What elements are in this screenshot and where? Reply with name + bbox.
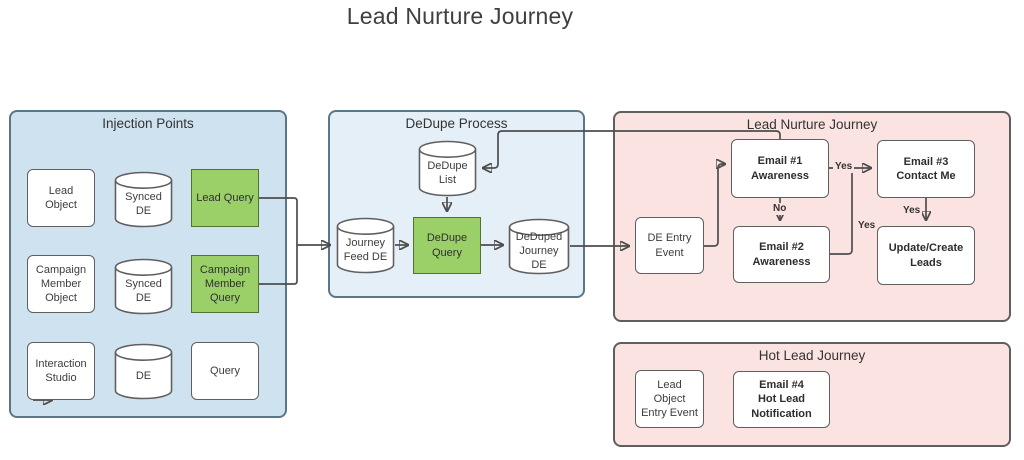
node-interaction-studio[interactable]: Interaction Studio bbox=[27, 342, 95, 400]
node-de[interactable]: DE bbox=[114, 343, 173, 400]
node-label: Email #4 Hot Lead Notification bbox=[751, 379, 812, 420]
node-label: DeDupe Query bbox=[426, 232, 468, 259]
edge-label-yes-email2-join: Yes bbox=[856, 220, 878, 232]
node-label: Campaign Member Query bbox=[199, 263, 251, 305]
node-label: Email #2 Awareness bbox=[752, 241, 811, 268]
node-label: Email #1 Awareness bbox=[751, 155, 809, 182]
group-title-hot-lead-journey: Hot Lead Journey bbox=[758, 348, 866, 363]
node-label: Lead Object Entry Event bbox=[641, 378, 698, 420]
node-label: DeDuped Journey DE bbox=[515, 230, 563, 272]
node-label: Lead Object bbox=[45, 184, 77, 211]
node-label: DeDupe List bbox=[427, 159, 468, 186]
group-title-injection-points: Injection Points bbox=[102, 116, 194, 131]
node-lead-object[interactable]: Lead Object bbox=[27, 169, 95, 227]
diagram-title: Lead Nurture Journey bbox=[346, 3, 574, 29]
node-email-4-hot-lead-notification[interactable]: Email #4 Hot Lead Notification bbox=[733, 371, 830, 428]
node-label: Interaction Studio bbox=[35, 357, 87, 384]
node-synced-de-2[interactable]: Synced DE bbox=[114, 258, 173, 315]
node-update-create-leads[interactable]: Update/Create Leads bbox=[877, 226, 975, 285]
edge-label-yes-email1-email3: Yes bbox=[833, 161, 855, 173]
edge-label-yes-email3-update: Yes bbox=[901, 205, 923, 217]
node-dedupe-query[interactable]: DeDupe Query bbox=[413, 217, 481, 274]
node-label: Lead Query bbox=[196, 191, 254, 204]
node-label: Synced DE bbox=[125, 190, 162, 217]
node-label: Journey Feed DE bbox=[343, 236, 388, 263]
node-label: DE bbox=[135, 369, 152, 382]
group-title-lead-nurture-journey: Lead Nurture Journey bbox=[746, 117, 878, 132]
node-label: Campaign Member Object bbox=[35, 263, 87, 305]
cylinder-icon bbox=[114, 171, 173, 228]
node-deduped-journey-de[interactable]: DeDuped Journey DE bbox=[508, 218, 570, 275]
group-title-dedupe-process: DeDupe Process bbox=[405, 116, 508, 131]
node-lead-object-entry-event[interactable]: Lead Object Entry Event bbox=[635, 370, 704, 428]
node-label: Query bbox=[210, 364, 240, 377]
cylinder-icon bbox=[336, 217, 395, 274]
node-email-2-awareness[interactable]: Email #2 Awareness bbox=[733, 226, 830, 283]
node-label: Update/Create Leads bbox=[888, 242, 964, 269]
node-synced-de-1[interactable]: Synced DE bbox=[114, 171, 173, 228]
node-campaign-member-object[interactable]: Campaign Member Object bbox=[27, 255, 95, 313]
node-label: Email #3 Contact Me bbox=[896, 155, 956, 182]
cylinder-icon bbox=[508, 218, 570, 275]
node-de-entry-event[interactable]: DE Entry Event bbox=[635, 217, 704, 274]
node-journey-feed-de[interactable]: Journey Feed DE bbox=[336, 217, 395, 274]
node-lead-query[interactable]: Lead Query bbox=[191, 169, 259, 227]
node-campaign-member-query[interactable]: Campaign Member Query bbox=[191, 255, 259, 313]
node-email-3-contact-me[interactable]: Email #3 Contact Me bbox=[877, 140, 975, 198]
cylinder-icon bbox=[114, 343, 173, 400]
node-label: Synced DE bbox=[125, 277, 162, 304]
cylinder-icon bbox=[418, 140, 477, 197]
edge-label-no-email1-email2: No bbox=[771, 203, 789, 215]
node-dedupe-list[interactable]: DeDupe List bbox=[418, 140, 477, 197]
node-label: DE Entry Event bbox=[647, 232, 692, 259]
node-email-1-awareness[interactable]: Email #1 Awareness bbox=[731, 139, 829, 198]
node-query[interactable]: Query bbox=[191, 342, 259, 400]
cylinder-icon bbox=[114, 258, 173, 315]
